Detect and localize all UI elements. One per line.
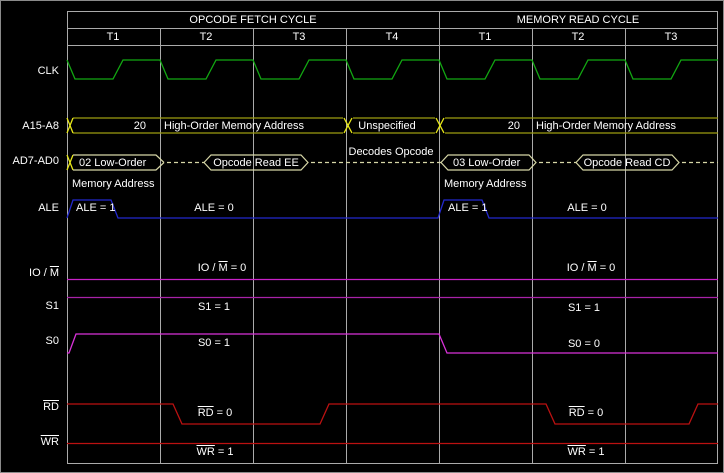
ad-fetch-value: 02 Low-Order <box>79 157 147 169</box>
ale-fetch-high-label: ALE = 1 <box>76 202 116 214</box>
tstate-label-t3: T3 <box>292 31 306 43</box>
tstate-label-t3-read: T3 <box>664 31 678 43</box>
tstate-label-t1: T1 <box>106 31 120 43</box>
a15-fetch-value: 20 <box>133 120 146 132</box>
ale-label: ALE <box>38 202 59 214</box>
opcode-fetch-cycle-header: OPCODE FETCH CYCLE <box>189 14 317 26</box>
io-m-read-label: IO / M = 0 <box>566 262 616 274</box>
ad7-ad0-bus <box>73 154 718 171</box>
s0-fetch-label: S0 = 1 <box>197 337 231 349</box>
clk-label: CLK <box>37 65 59 77</box>
ad7-ad0-label: AD7-AD0 <box>12 155 59 167</box>
ale-read-high-label: ALE = 1 <box>448 202 488 214</box>
rd-waveform <box>67 403 718 425</box>
s0-read-label: S0 = 0 <box>567 338 601 350</box>
clk-waveform <box>66 59 718 80</box>
ad-decode-note: Decodes Opcode <box>348 146 434 158</box>
s0-waveform <box>67 333 718 354</box>
ad-read-value-line2: Memory Address <box>444 178 527 190</box>
a15-a8-bus <box>73 117 718 134</box>
wr-read-label: WR = 1 <box>567 446 605 458</box>
ale-fetch-low-label: ALE = 0 <box>194 202 234 214</box>
s1-fetch-label: S1 = 1 <box>197 301 231 313</box>
a15-read-desc: High-Order Memory Address <box>536 120 676 132</box>
tstate-label-t4: T4 <box>385 31 399 43</box>
rd-read-label: RD = 0 <box>568 407 604 419</box>
tstate-label-t2: T2 <box>199 31 213 43</box>
ad-read-value: 03 Low-Order <box>453 157 521 169</box>
rd-fetch-label: RD = 0 <box>197 407 233 419</box>
ad-fetch-data: Opcode Read EE <box>213 157 299 169</box>
wr-fetch-label: WR = 1 <box>196 446 234 458</box>
a15-a8-label: A15-A8 <box>22 120 59 132</box>
io-m-label: IO / M <box>29 267 59 279</box>
rd-label: RD <box>43 401 59 413</box>
grid-lines <box>67 11 718 464</box>
io-m-fetch-label: IO / M = 0 <box>197 262 247 274</box>
wr-label: WR <box>40 436 59 448</box>
a15-read-value: 20 <box>507 120 520 132</box>
ad-read-data: Opcode Read CD <box>583 157 671 169</box>
ad-fetch-value-line2: Memory Address <box>72 178 155 190</box>
s0-label: S0 <box>45 335 59 347</box>
a15-unspecified: Unspecified <box>358 120 416 132</box>
tstate-label-t1-read: T1 <box>478 31 492 43</box>
a15-a8-transition-x <box>66 117 445 171</box>
s1-read-label: S1 = 1 <box>567 302 601 314</box>
memory-read-cycle-header: MEMORY READ CYCLE <box>516 14 640 26</box>
tstate-label-t2-read: T2 <box>571 31 585 43</box>
a15-fetch-desc: High-Order Memory Address <box>164 120 304 132</box>
ale-read-low-label: ALE = 0 <box>567 202 607 214</box>
s1-label: S1 <box>45 300 59 312</box>
ale-waveform <box>66 199 718 219</box>
